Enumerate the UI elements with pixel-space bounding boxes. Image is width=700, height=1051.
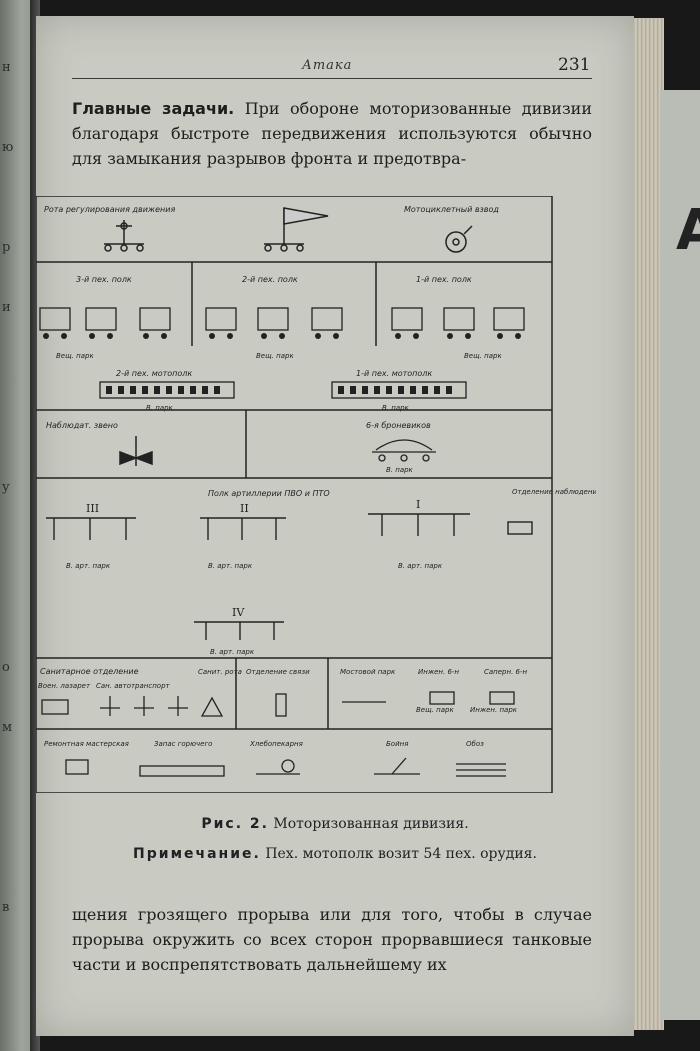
motor-regiment-pattern <box>106 386 452 394</box>
figure-caption: Рис. 2. Моторизованная дивизия. <box>36 816 634 832</box>
running-title: Атака <box>302 58 353 73</box>
flag-symbol <box>264 207 329 252</box>
label-eng-park2: Инжен. парк <box>470 706 518 714</box>
label-comms: Отделение связи <box>246 668 310 676</box>
label-bath: Бойня <box>386 740 408 748</box>
label-artpark2: В. арт. парк <box>208 562 253 570</box>
label-transport: Сан. автотранспорт <box>96 682 171 690</box>
armored-symbol <box>372 439 436 462</box>
label-eng-park: Вещ. парк <box>416 706 454 714</box>
label-park-a: В. парк <box>146 404 174 412</box>
page-number: 231 <box>558 55 591 75</box>
label-motor2: 2-й пех. мотополк <box>116 369 192 378</box>
observation-symbol <box>119 436 153 466</box>
label-park-b: В. парк <box>382 404 410 412</box>
regiment-vehicles <box>39 307 525 331</box>
label-sappers: Саперн. 6-н <box>484 668 528 676</box>
div4-numeral: IV <box>232 606 245 619</box>
section-heading: Главные задачи. <box>72 99 235 118</box>
label-sanitary-co: Санит. рота <box>198 668 242 676</box>
label-inf2: 2-й пех. полк <box>242 275 298 284</box>
label-pack-left: Вещ. парк <box>56 352 94 360</box>
book-gutter <box>30 0 40 1051</box>
bottom-paragraph: щения грозящего прорыва или для того, чт… <box>72 905 592 974</box>
note-text: Пех. мотополк возит 54 пех. орудия. <box>265 846 537 862</box>
label-bridge: Мостовой парк <box>340 668 396 676</box>
label-pack-right: Вещ. парк <box>464 352 502 360</box>
label-artillery: Полк артиллерии ПВО и ПТО <box>208 489 330 498</box>
label-bakery: Хлебопекарня <box>249 740 303 748</box>
support-symbols <box>41 691 515 717</box>
figure-label: Рис. 2. <box>201 816 269 832</box>
label-observ: Наблюдат. звено <box>46 421 118 430</box>
label-sanitary: Санитарное отделение <box>40 667 139 676</box>
label-armored: 6-я броневиков <box>366 421 431 430</box>
book-page: Атака 231 Главные задачи. При обороне мо… <box>36 16 634 1036</box>
label-convoy: Обоз <box>466 740 484 748</box>
running-head: Атака 231 <box>72 55 592 79</box>
rear-symbols <box>65 757 506 777</box>
label-artpark1: В. арт. парк <box>398 562 443 570</box>
label-workshop: Ремонтная мастерская <box>44 740 129 748</box>
label-artpark4: В. арт. парк <box>210 648 255 656</box>
label-inf1: 1-й пех. полк <box>416 275 472 284</box>
note-label: Примечание. <box>133 846 261 862</box>
label-fuel: Запас горючего <box>154 740 212 748</box>
label-moto: Мотоциклетный взвод <box>404 205 499 214</box>
label-artpark3: В. арт. парк <box>66 562 111 570</box>
artillery-symbols <box>46 513 533 540</box>
label-inf3: 3-й пех. полк <box>76 275 132 284</box>
adjacent-book: А <box>660 90 700 1020</box>
label-motor1: 1-й пех. мотополк <box>356 369 432 378</box>
page-stack-edge <box>630 18 664 1030</box>
label-eng: Инжен. 6-н <box>418 668 459 676</box>
div1-numeral: I <box>416 498 420 511</box>
top-paragraph: Главные задачи. При обороне моторизованн… <box>72 96 592 171</box>
label-pack-mid: Вещ. парк <box>256 352 294 360</box>
regiment-wheels <box>43 333 521 339</box>
figure-title: Моторизованная дивизия. <box>273 816 469 832</box>
div2-numeral: II <box>240 502 249 515</box>
div4-symbol <box>194 621 284 640</box>
traffic-symbol <box>104 220 144 252</box>
top-paragraph-text: При обороне моторизованные дивизии благо… <box>72 99 592 168</box>
figure-note: Примечание. Пех. мотополк возит 54 пех. … <box>36 846 634 862</box>
label-traffic: Рота регулирования движения <box>44 205 175 214</box>
label-art-obs: Отделение наблюдения <box>512 488 596 496</box>
div3-numeral: III <box>86 502 99 515</box>
label-armored-park: В. парк <box>386 466 414 474</box>
motorcycle-symbol <box>445 225 473 253</box>
label-field-hospital: Воен. лазарет <box>38 682 91 690</box>
motor-regiment-blocks <box>99 381 467 399</box>
division-diagram: Рота регулирования движения Мотоциклетны… <box>36 196 596 793</box>
